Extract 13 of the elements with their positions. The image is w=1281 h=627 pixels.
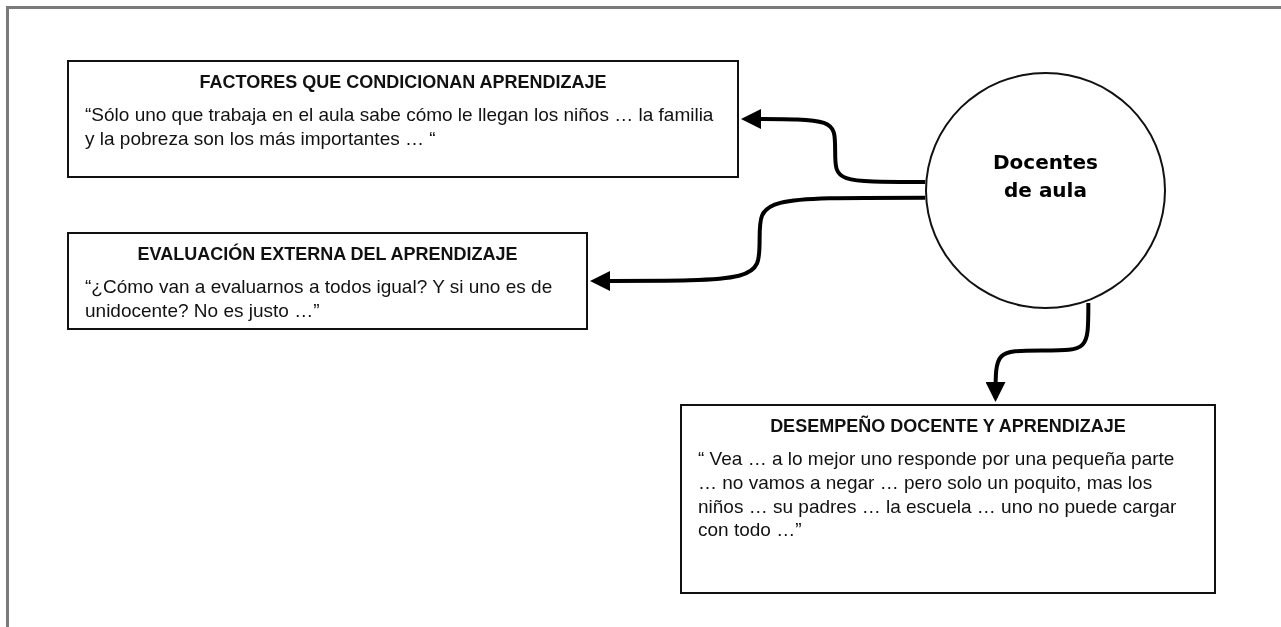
quote-text: “¿Cómo van a evaluarnos a todos igual? Y si uno es de unidocente? No es justo …” — [85, 275, 554, 323]
box-heading: DESEMPEÑO DOCENTE Y APRENDIZAJE — [769, 416, 1127, 437]
quote-text: “Sólo uno que trabaja en el aula sabe cómo le llegan los niños … la familia y la pobreza son los más importantes … “ — [85, 103, 715, 151]
curved-arrow — [590, 195, 926, 291]
quote-box — [680, 404, 1216, 594]
box-heading: FACTORES QUE CONDICIONAN APRENDIZAJE — [198, 72, 608, 93]
curved-arrow — [741, 109, 926, 185]
curved-arrow — [985, 303, 1091, 402]
quote-text: “ Vea … a lo mejor uno responde por una pequeña parte … no vamos a negar … pero solo un poquito, mas los niños … su padres … la escuela … uno no puede cargar con todo …” — [698, 447, 1178, 542]
quote-box — [67, 60, 739, 178]
box-heading: EVALUACIÓN EXTERNA DEL APRENDIZAJE — [136, 244, 519, 265]
node-label: Docentes de aula — [992, 148, 1099, 204]
quote-box — [67, 232, 588, 330]
